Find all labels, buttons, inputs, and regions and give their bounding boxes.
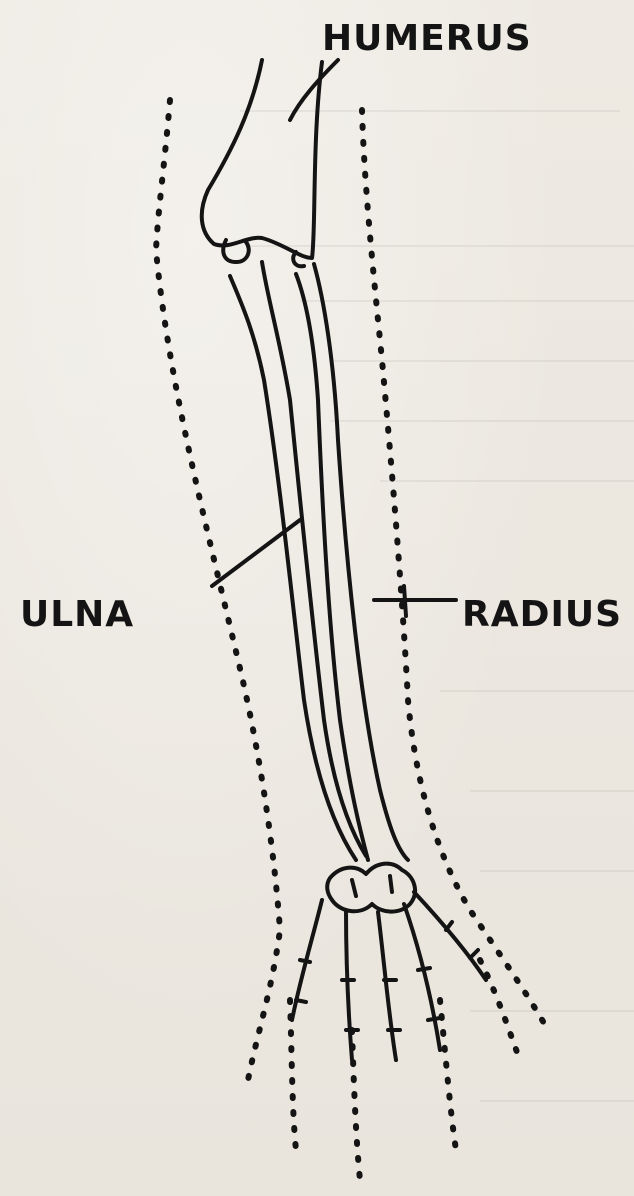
finger-bone-3 [378,912,400,1060]
finger-outline-1 [290,1000,296,1150]
humerus-bone [202,60,322,258]
humerus-leader-line [290,60,338,120]
finger-bone-2 [342,910,358,1060]
ulna-bone [230,276,356,860]
carpal-bones [327,864,415,912]
leader-lines [212,60,456,616]
ulna-label: ULNA [20,594,134,635]
humerus-label: HUMERUS [322,18,532,59]
radius-leader-line [374,586,456,616]
radius-label: RADIUS [462,594,622,635]
finger-outline-3 [440,1000,456,1150]
finger-bone-4 [404,904,440,1050]
arm-outline-dotted [156,100,548,1180]
arm-outline-right [362,110,548,1030]
finger-outline-4 [480,960,520,1060]
finger-bone-1 [292,900,322,1020]
